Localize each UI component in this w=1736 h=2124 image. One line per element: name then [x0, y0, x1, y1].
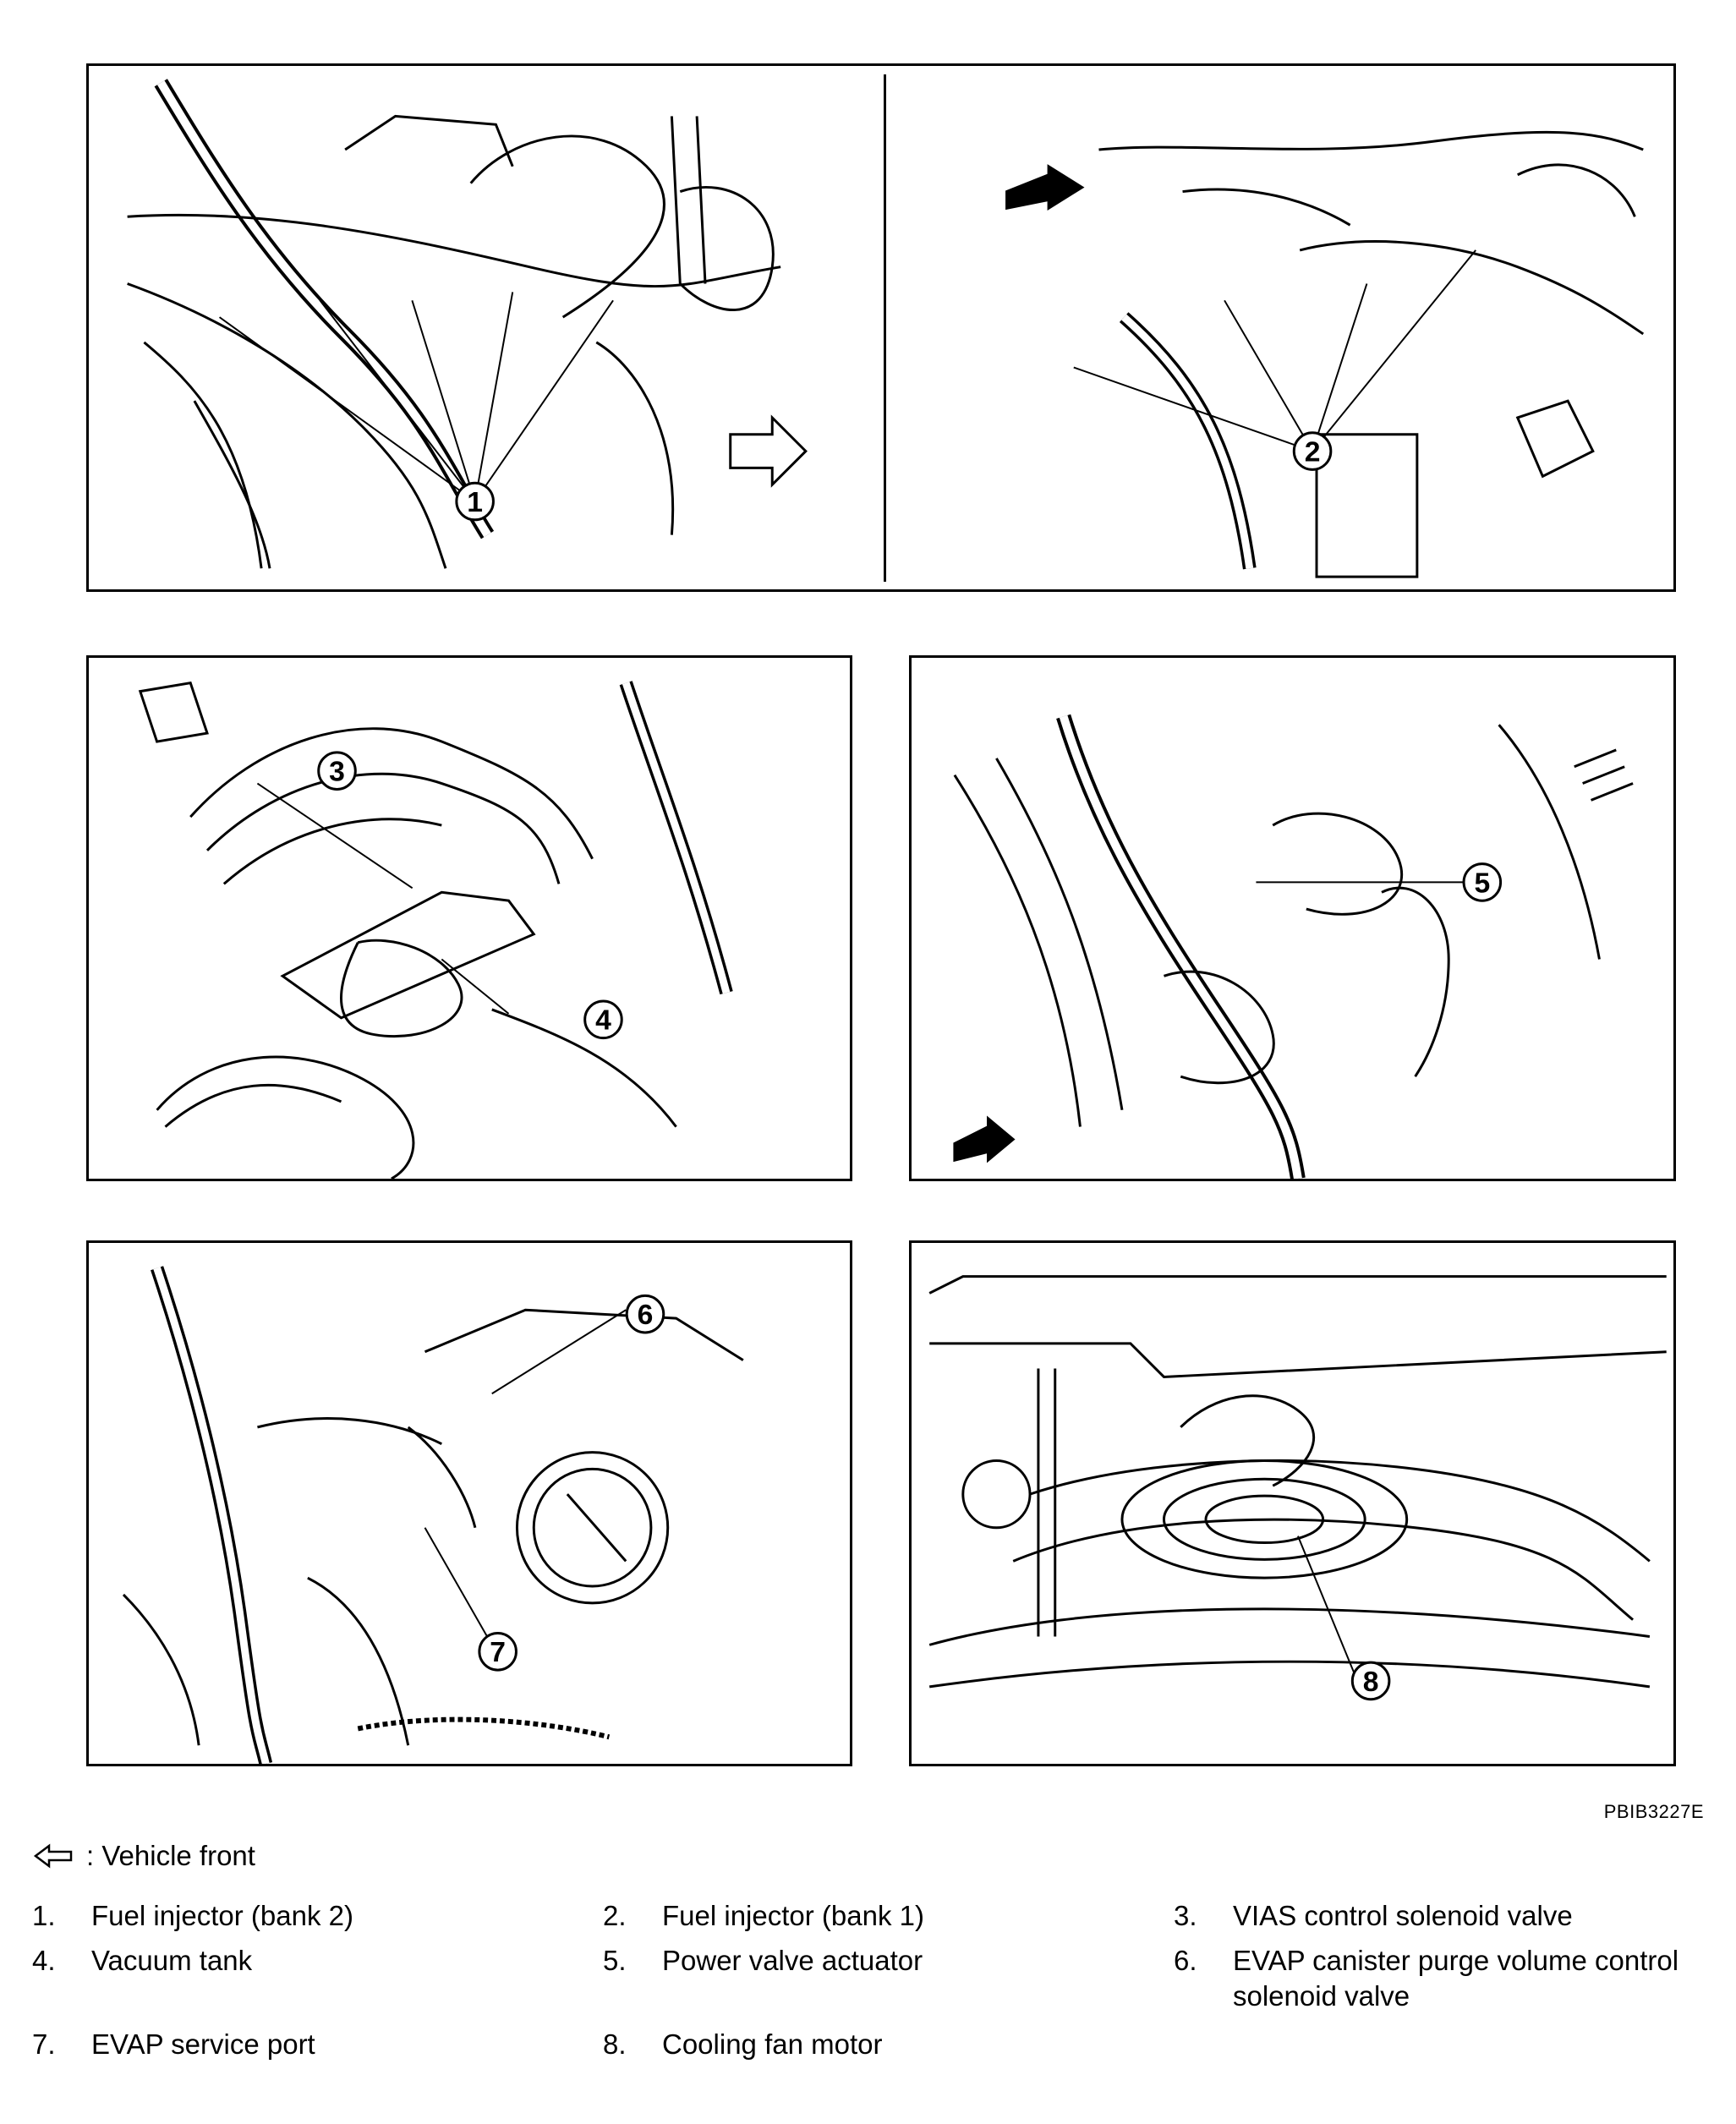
- legend-text: Fuel injector (bank 1): [662, 1900, 924, 1931]
- fan-illustration: 8: [928, 1275, 1667, 1701]
- legend-text: Power valve actuator: [662, 1945, 923, 1976]
- callout-1-circle: [455, 481, 495, 522]
- callout-6-circle: [625, 1294, 665, 1334]
- legend-number: 7.: [32, 2028, 56, 2060]
- callout-5-label: 5: [1474, 868, 1490, 899]
- callout-2-circle: [1292, 431, 1333, 471]
- legend-text: Vacuum tank: [91, 1945, 253, 1976]
- panel-fan: 8: [909, 1240, 1676, 1766]
- legend-number: 5.: [603, 1945, 627, 1976]
- figure-id: PBIB3227E: [1603, 1801, 1704, 1822]
- panel-injectors: 1 2: [86, 63, 1676, 592]
- panel-power-valve: 5: [909, 655, 1676, 1181]
- vehicle-front-legend: : Vehicle front: [32, 1840, 255, 1872]
- callout-4-label: 4: [595, 1005, 611, 1037]
- legend-text: EVAP service port: [91, 2028, 315, 2060]
- panel-vias: 3 4: [86, 655, 852, 1181]
- callout-3-circle: [317, 751, 357, 791]
- callout-8-circle: [1350, 1661, 1391, 1701]
- panel-divider: [884, 74, 886, 582]
- outline-arrow-left-icon: [33, 1843, 73, 1869]
- callout-7-circle: [478, 1632, 518, 1672]
- callout-5-circle: [1462, 862, 1503, 902]
- injectors-illustration: 1 2: [127, 79, 1645, 578]
- panel-evap: 6 7: [86, 1240, 852, 1766]
- legend-text: VIAS control solenoid valve: [1233, 1900, 1573, 1931]
- legend-text: Cooling fan motor: [662, 2028, 883, 2060]
- legend-number: 8.: [603, 2028, 627, 2060]
- power-valve-illustration: 5: [953, 714, 1634, 1179]
- legend-text: EVAP canister purge volume control solen…: [1233, 1945, 1679, 2012]
- vias-illustration: 3 4: [138, 681, 733, 1179]
- legend-number: 2.: [603, 1900, 627, 1931]
- callout-3-label: 3: [329, 757, 345, 788]
- legend-number: 3.: [1174, 1900, 1197, 1931]
- vehicle-front-label: : Vehicle front: [86, 1840, 255, 1871]
- legend-number: 6.: [1174, 1945, 1197, 1976]
- callout-4-circle: [583, 999, 623, 1040]
- callout-6-label: 6: [638, 1300, 654, 1331]
- legend-text: Fuel injector (bank 2): [91, 1900, 353, 1931]
- evap-illustration: 6 7: [122, 1266, 744, 1764]
- callout-8-label: 8: [1363, 1667, 1379, 1698]
- legend-number: 1.: [32, 1900, 56, 1931]
- callout-1-label: 1: [467, 487, 483, 518]
- callout-2-label: 2: [1305, 436, 1321, 468]
- callout-7-label: 7: [490, 1637, 506, 1668]
- legend-number: 4.: [32, 1945, 56, 1976]
